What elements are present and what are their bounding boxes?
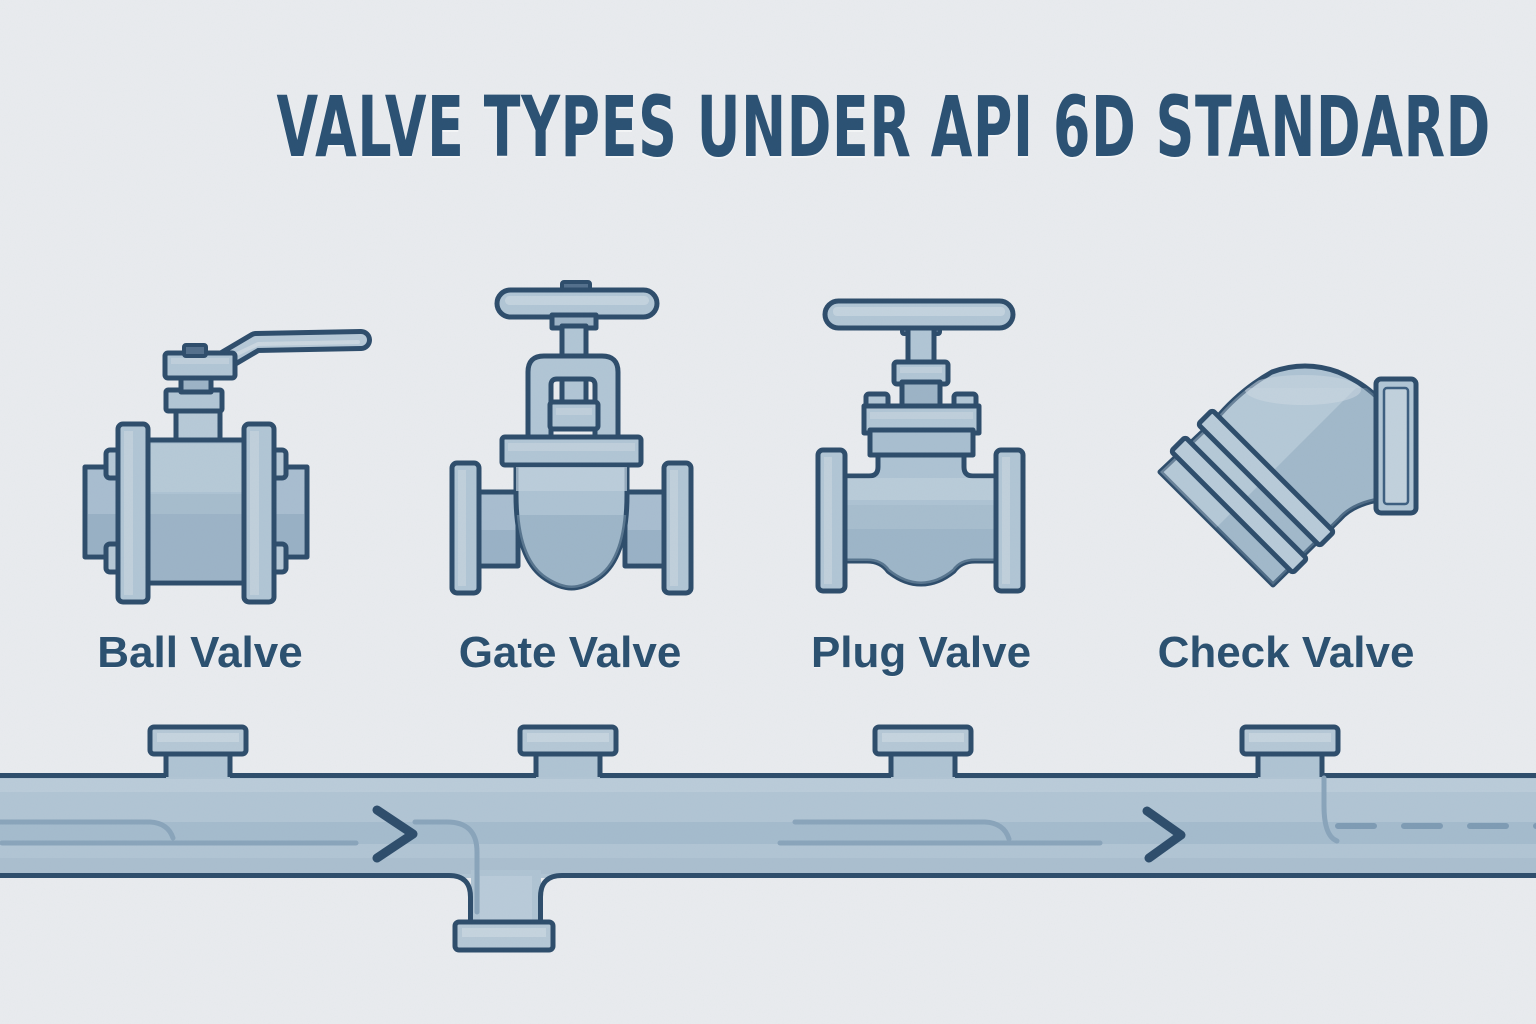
ball-valve-label: Ball Valve (97, 628, 303, 677)
gate-valve-label: Gate Valve (458, 628, 682, 677)
check-valve-label: Check Valve (1157, 628, 1415, 677)
plug-valve-label: Plug Valve (810, 628, 1032, 677)
